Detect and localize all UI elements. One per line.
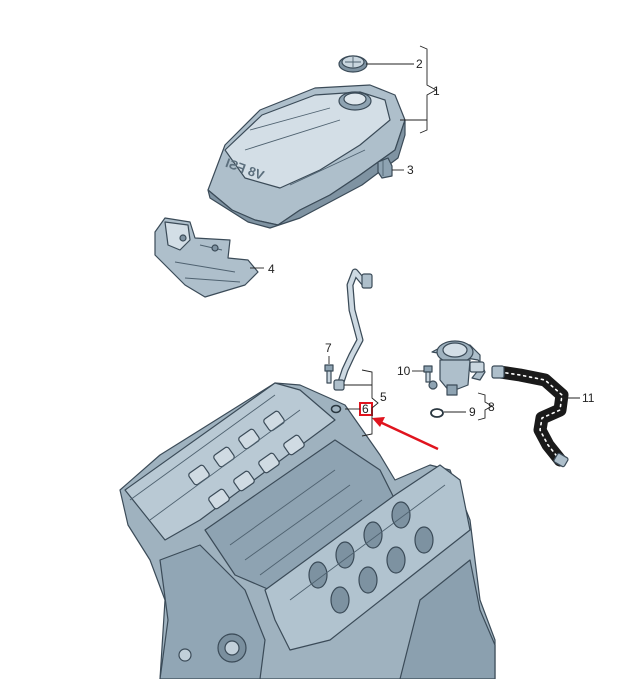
bolt <box>324 364 334 384</box>
pcv-valve <box>428 340 486 396</box>
callout-9: 9 <box>469 405 476 419</box>
breather-pipe <box>333 268 373 391</box>
callout-labels: 1 2 3 4 5 6 7 8 9 10 11 <box>268 57 595 419</box>
callout-7: 7 <box>325 341 332 355</box>
callout-2: 2 <box>416 57 423 71</box>
o-ring-small <box>330 404 342 414</box>
retaining-clip <box>377 157 393 179</box>
heat-shield-bracket <box>154 217 259 298</box>
o-ring-9 <box>430 408 444 418</box>
right-bank-coils <box>308 501 434 614</box>
callout-11: 11 <box>582 391 595 405</box>
callout-3: 3 <box>407 163 414 177</box>
callout-8: 8 <box>488 400 495 414</box>
callout-4: 4 <box>268 262 275 276</box>
callout-6: 6 <box>362 402 369 416</box>
left-bank-coils <box>188 410 305 510</box>
engine-cover: V8 FSI <box>207 84 406 229</box>
oil-filler-cap <box>338 55 368 73</box>
bolt-10 <box>423 365 433 383</box>
callout-5: 5 <box>380 390 387 404</box>
callout-leaders <box>250 45 580 437</box>
callout-10: 10 <box>397 364 411 378</box>
engine-block <box>119 382 496 679</box>
breather-hose <box>491 365 569 468</box>
callout-1: 1 <box>433 84 440 98</box>
